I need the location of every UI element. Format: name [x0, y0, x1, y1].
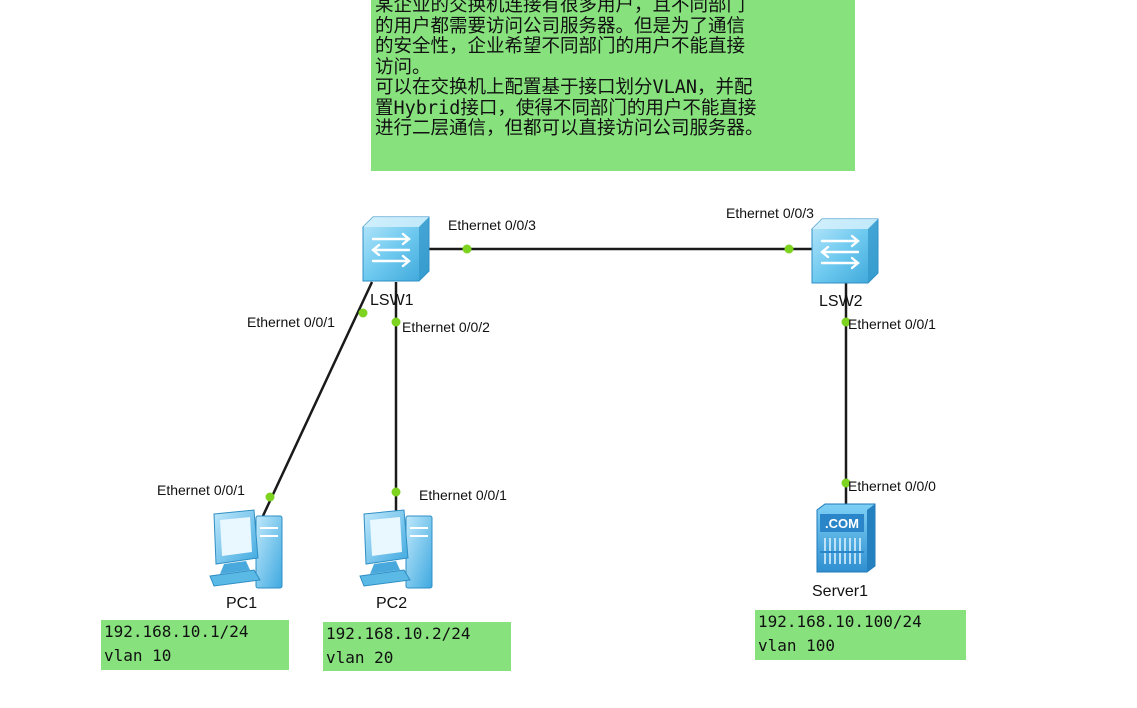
device-label-lsw2: LSW2	[819, 293, 863, 310]
device-label-pc1: PC1	[226, 595, 257, 612]
port-label-pc2-e1: Ethernet 0/0/1	[419, 487, 507, 503]
description-line: 访问。	[375, 56, 431, 78]
com-server-icon[interactable]: .COM	[816, 503, 876, 573]
port-dot-server1-e0[interactable]	[841, 478, 851, 488]
pc2-address-note: 192.168.10.2/24 vlan 20	[323, 622, 511, 671]
port-label-lsw1-e2: Ethernet 0/0/2	[402, 319, 490, 335]
device-label-lsw1: LSW1	[370, 292, 414, 309]
pc2-vlan: vlan 20	[326, 648, 394, 667]
desktop-pc-icon[interactable]	[209, 509, 283, 589]
pc1-address-note: 192.168.10.1/24 vlan 10	[101, 620, 289, 670]
scenario-description-note: 某企业的交换机连接有很多用户，且不同部门 的用户都需要访问公司服务器。但是为了通…	[371, 0, 855, 171]
network-switch-icon[interactable]	[362, 216, 430, 282]
port-label-pc1-e1: Ethernet 0/0/1	[157, 482, 245, 498]
port-label-lsw2-e1: Ethernet 0/0/1	[848, 316, 936, 332]
description-line: 的用户都需要访问公司服务器。但是为了通信	[375, 15, 746, 37]
device-label-server1: Server1	[812, 583, 868, 600]
description-line: 置Hybrid接口，使得不同部门的用户不能直接	[375, 97, 757, 119]
device-label-pc2: PC2	[376, 595, 407, 612]
description-line: 进行二层通信，但都可以直接访问公司服务器。	[375, 118, 764, 139]
server1-address-note: 192.168.10.100/24 vlan 100	[755, 610, 966, 660]
port-label-lsw2-e3: Ethernet 0/0/3	[726, 205, 814, 221]
port-dot-lsw1-e2[interactable]	[391, 317, 401, 327]
server1-vlan: vlan 100	[758, 636, 836, 655]
port-dot-lsw1-e1[interactable]	[358, 308, 368, 318]
port-label-lsw1-e1: Ethernet 0/0/1	[247, 314, 335, 330]
server-badge-text: .COM	[825, 516, 859, 531]
desktop-pc-icon[interactable]	[359, 509, 433, 589]
description-line: 某企业的交换机连接有很多用户，且不同部门	[375, 0, 746, 16]
port-dot-lsw2-e3[interactable]	[784, 244, 794, 254]
description-line: 的安全性，企业希望不同部门的用户不能直接	[375, 36, 746, 57]
port-dot-lsw1-e3[interactable]	[462, 244, 472, 254]
link-lsw1-pc1[interactable]	[260, 281, 374, 519]
pc1-ip-address: 192.168.10.1/24	[104, 622, 249, 641]
port-label-lsw1-e3: Ethernet 0/0/3	[448, 217, 536, 233]
port-dot-lsw2-e1[interactable]	[841, 317, 851, 327]
port-dot-pc2-e1[interactable]	[391, 487, 401, 497]
description-line: 可以在交换机上配置基于接口划分VLAN，并配	[375, 77, 753, 98]
pc1-vlan: vlan 10	[104, 646, 172, 665]
server1-ip-address: 192.168.10.100/24	[758, 612, 922, 631]
pc2-ip-address: 192.168.10.2/24	[326, 624, 471, 643]
port-dot-pc1-e1[interactable]	[265, 492, 275, 502]
network-switch-icon[interactable]	[811, 218, 879, 284]
port-label-server1-e0: Ethernet 0/0/0	[848, 478, 936, 494]
